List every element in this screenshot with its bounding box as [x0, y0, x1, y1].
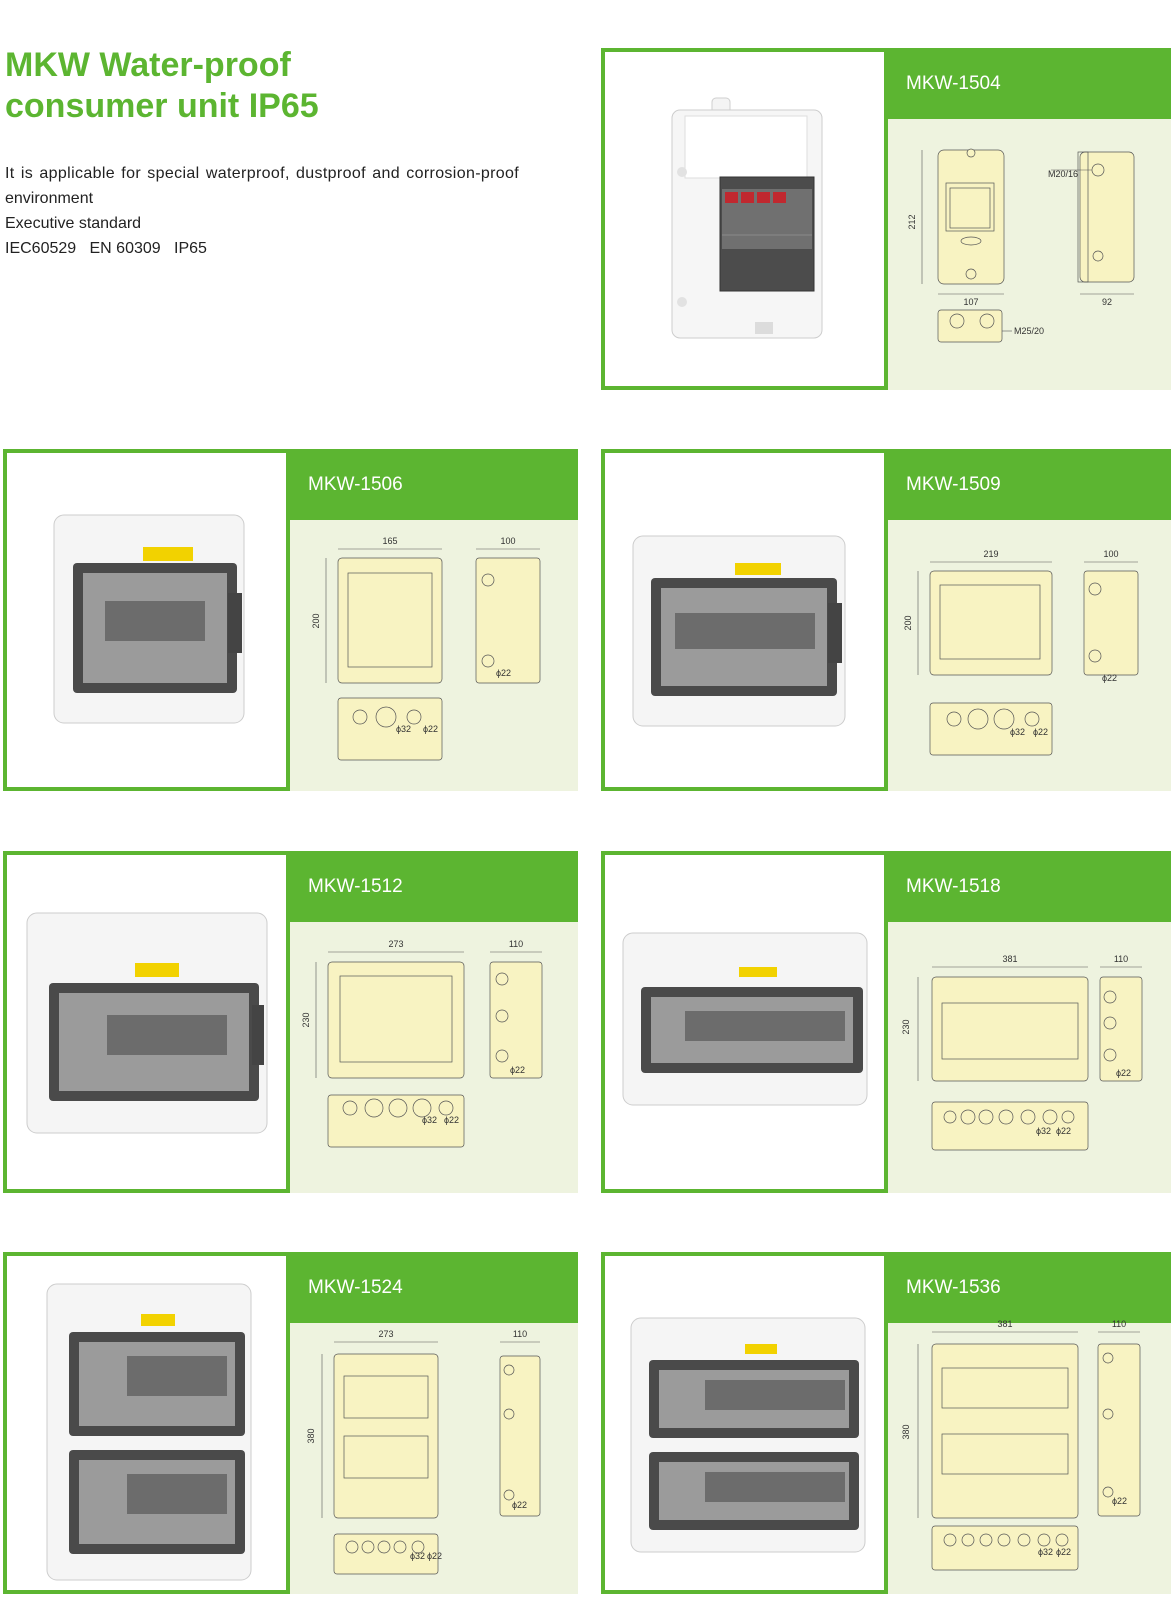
- model-name: MKW-1518: [888, 851, 1171, 922]
- product-photo: [601, 1252, 888, 1594]
- dimension-height: 230: [301, 1012, 311, 1027]
- product-photo: [601, 449, 888, 791]
- hole-label-large: ϕ32: [1036, 1126, 1051, 1136]
- dimension-width: 381: [997, 1319, 1012, 1329]
- dimension-width: 219: [983, 549, 998, 559]
- dimension-width: 381: [1002, 954, 1017, 964]
- enclosure-illustration: [632, 535, 846, 727]
- model-name: MKW-1506: [290, 449, 578, 520]
- standard-list: IEC60529 EN 60309 IP65: [5, 240, 207, 257]
- hole-label-side: ϕ22: [496, 668, 511, 678]
- title-line-2: consumer unit IP65: [5, 87, 319, 125]
- gland-label-bottom: M25/20: [1014, 326, 1044, 336]
- spec-panel: MKW-1536 381 110 380 ϕ32 ϕ22 ϕ22: [888, 1252, 1171, 1594]
- model-name: MKW-1504: [888, 48, 1171, 119]
- spec-panel: MKW-1509 219 100 200 ϕ32 ϕ22 ϕ22: [888, 449, 1171, 791]
- enclosure-illustration: [26, 912, 268, 1134]
- hole-label-small: ϕ22: [1056, 1547, 1071, 1557]
- product-photo: [601, 851, 888, 1193]
- hole-label-large: ϕ32: [422, 1115, 437, 1125]
- spec-panel: MKW-1512 273 110 230 ϕ32 ϕ22 ϕ22: [290, 851, 578, 1193]
- hole-label-small: ϕ22: [423, 724, 438, 734]
- hole-label-small: ϕ22: [444, 1115, 459, 1125]
- hole-label-side: ϕ22: [1112, 1496, 1127, 1506]
- model-name: MKW-1512: [290, 851, 578, 922]
- hole-label-side: ϕ22: [1102, 673, 1117, 683]
- hole-label-small: ϕ22: [1056, 1126, 1071, 1136]
- hole-label-large: ϕ32: [410, 1551, 425, 1561]
- description-line: It is applicable for special waterproof,…: [5, 165, 520, 182]
- title-line-1: MKW Water-proof: [5, 46, 291, 84]
- product-photo: [601, 48, 888, 390]
- dimension-depth: 110: [513, 1329, 527, 1339]
- description-line: environment: [5, 190, 94, 207]
- product-photo: [3, 1252, 290, 1594]
- dimension-height: 200: [311, 613, 321, 628]
- dimension-height: 212: [907, 214, 917, 229]
- spec-panel: MKW-1518 381 110 230 ϕ32 ϕ22 ϕ22: [888, 851, 1171, 1193]
- dimension-height: 200: [903, 615, 913, 630]
- dimension-drawing: 219 100 200 ϕ32 ϕ22 ϕ22: [903, 549, 1139, 756]
- hole-label-small: ϕ22: [427, 1551, 442, 1561]
- dimension-width: 273: [378, 1329, 393, 1339]
- model-name: MKW-1509: [888, 449, 1171, 520]
- product-photo: [3, 851, 290, 1193]
- dimension-depth: 110: [1112, 1319, 1126, 1329]
- hole-label-small: ϕ22: [1033, 727, 1048, 737]
- hole-label-side: ϕ22: [512, 1500, 527, 1510]
- dimension-drawing: 381 110 230 ϕ32 ϕ22 ϕ22: [901, 954, 1143, 1151]
- hole-label-large: ϕ32: [1010, 727, 1025, 737]
- dimension-depth: 100: [1103, 549, 1118, 559]
- product-photo: [3, 449, 290, 791]
- spec-panel: MKW-1506 165 100 200 ϕ32 ϕ22 ϕ22: [290, 449, 578, 791]
- enclosure-illustration: [630, 1317, 866, 1553]
- gland-label-top: M20/16: [1048, 169, 1078, 179]
- enclosure-illustration: [622, 932, 868, 1106]
- dimension-width: 107: [963, 297, 978, 307]
- page-title: MKW Water-proof consumer unit IP65: [5, 45, 319, 127]
- dimension-depth: 100: [500, 536, 515, 546]
- dimension-drawing: 273 110 380 ϕ32 ϕ22 ϕ22: [306, 1329, 541, 1575]
- dimension-depth: 92: [1102, 297, 1112, 307]
- dimension-width: 165: [382, 536, 397, 546]
- dimension-height: 380: [306, 1428, 316, 1443]
- standard-heading: Executive standard: [5, 215, 142, 232]
- dimension-height: 230: [901, 1019, 911, 1034]
- dimension-width: 273: [388, 939, 403, 949]
- dimension-drawing: 273 110 230 ϕ32 ϕ22 ϕ22: [301, 939, 543, 1148]
- product-description: It is applicable for special waterproof,…: [5, 161, 565, 261]
- hole-label-side: ϕ22: [1116, 1068, 1131, 1078]
- model-name: MKW-1536: [888, 1252, 1171, 1323]
- dimension-height: 380: [901, 1424, 911, 1439]
- hole-label-side: ϕ22: [510, 1065, 525, 1075]
- spec-panel: MKW-1504 212 107: [888, 48, 1171, 390]
- enclosure-illustration: [53, 514, 245, 724]
- dimension-depth: 110: [509, 939, 523, 949]
- spec-panel: MKW-1524 273 110 380 ϕ32 ϕ22 ϕ22: [290, 1252, 578, 1594]
- dimension-drawing: 381 110 380 ϕ32 ϕ22 ϕ22: [901, 1319, 1141, 1571]
- hole-label-large: ϕ32: [1038, 1547, 1053, 1557]
- hole-label-large: ϕ32: [396, 724, 411, 734]
- dimension-drawing: 165 100 200 ϕ32 ϕ22 ϕ22: [311, 536, 541, 761]
- dimension-depth: 110: [1114, 954, 1128, 964]
- enclosure-illustration: [46, 1283, 252, 1581]
- enclosure-illustration: [671, 97, 823, 339]
- model-name: MKW-1524: [290, 1252, 578, 1323]
- dimension-drawing: 212 107 92 M20/16 M25/20: [907, 148, 1135, 343]
